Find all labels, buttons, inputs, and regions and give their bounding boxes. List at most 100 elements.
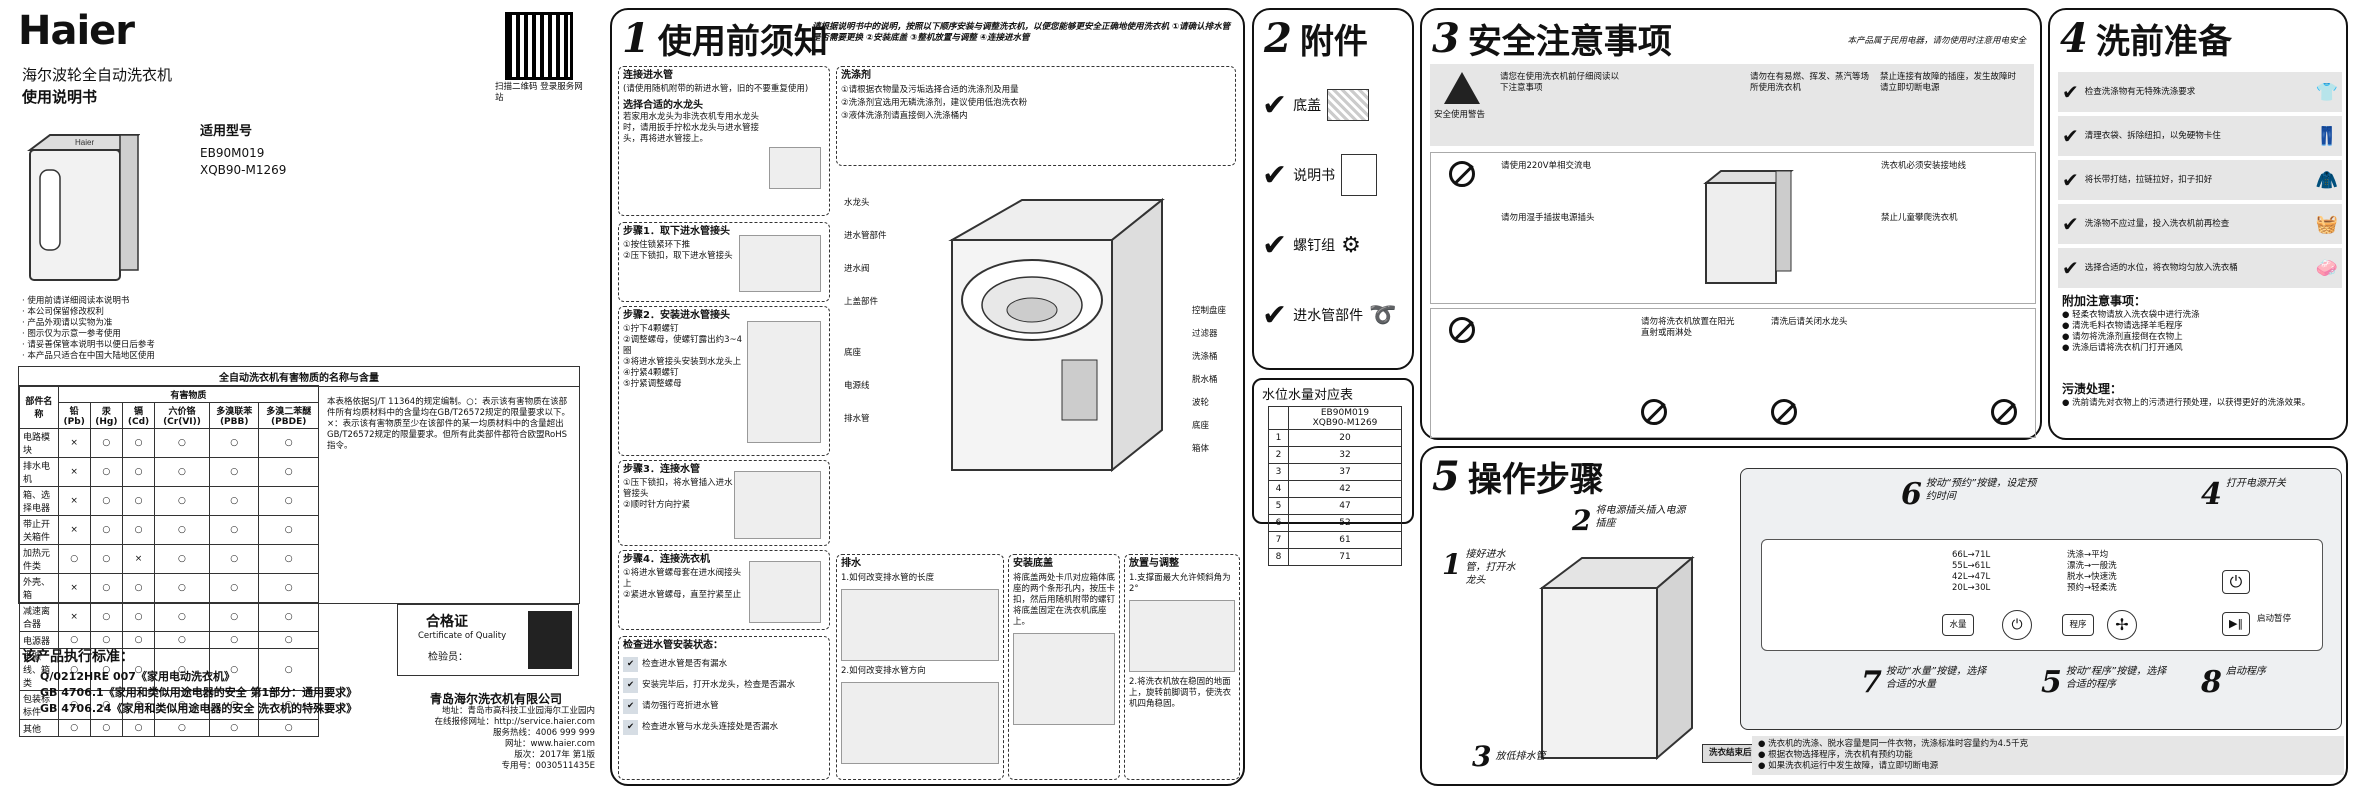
start-button[interactable]: ▶‖ (2222, 612, 2250, 636)
hazard-table-title: 全自动洗衣机有害物质的名称与含量 (19, 367, 579, 387)
level-illustration (1129, 600, 1235, 672)
prohibit-icon (1991, 399, 2017, 425)
hazard-mark: ○ (122, 573, 155, 603)
hazard-mark: × (57, 573, 91, 603)
step-text: 启动程序 (2225, 666, 2266, 677)
hazard-mark: ○ (122, 457, 155, 487)
cert-sub: Certificate of Quality (418, 631, 507, 641)
diagram-labels-left: 水龙头 进水管部件 进水阀 上盖部件 底座 电源线 排水管 (844, 198, 914, 425)
standard-3: GB 4706.24《家用和类似用途电器的安全 洗衣机的特殊要求》 (40, 702, 358, 715)
op-step-1: 1 接好进水管，打开水龙头 (1442, 548, 1522, 587)
accessory-item: ✔ 进水管部件 ➰ (1262, 280, 1408, 350)
company-line: 地址：青岛市高科技工业园海尔工业园内 (441, 706, 595, 716)
water-liters-cell: 42 (1288, 480, 1402, 498)
qr-caption: 扫描二维码 登录服务网站 (495, 82, 583, 103)
company-line: 版次：2017年 第1版 (514, 750, 595, 760)
step3-box: 步骤3．连接水管 ①压下锁扣，将水管插入进水管接头 ②顺时针方向拧紧 (618, 460, 830, 546)
water-level: 20L→30L (1952, 583, 1991, 593)
water-liters-cell: 52 (1288, 514, 1402, 532)
program-knob[interactable]: ✢ (2107, 610, 2137, 640)
control-strip: 66L→71L 55L→61L 42L→47L 20L→30L 洗涤→平均 漂洗… (1761, 539, 2323, 651)
hazard-mark: ○ (122, 515, 155, 545)
hazard-mark: ○ (153, 544, 211, 574)
diagram-label: 脱水桶 (1192, 375, 1218, 385)
drain-item: 2.如何改变排水管方向 (841, 666, 926, 676)
note-line: · 使用前请详细阅读本说明书 (22, 296, 130, 306)
program-button[interactable]: 程序 (2062, 614, 2094, 636)
water-level-cell: 1 (1267, 429, 1290, 447)
hazard-mark: ○ (57, 719, 91, 737)
step2-item: ①拧下4颗螺钉 (623, 324, 679, 334)
diagram-label: 进水阀 (844, 264, 870, 274)
hazard-mark: ○ (153, 428, 211, 458)
section-5-title: 5 操作步骤 (1432, 452, 1604, 501)
step2-box: 步骤2．安装进水管接头 ①拧下4颗螺钉 ②调整螺母，使螺钉露出约3~4圈 ③将进… (618, 306, 830, 456)
table-row: 减速离合器×○○○○○ (19, 602, 319, 632)
hazard-mark: ○ (57, 544, 91, 574)
hazard-mark: ○ (209, 573, 260, 603)
operation-note: ● 根据衣物选择程序，洗衣机有预约功能 (1758, 750, 1913, 760)
warning-row-2: 请使用220V单相交流电 请勿用湿手插拔电源插头 洗衣机必须安装接地线 禁止儿童… (1430, 152, 2036, 304)
safety-washer-illustration (1703, 170, 1794, 284)
hazard-mark: ○ (89, 648, 124, 691)
safety-bullet: 请勿在有易燃、挥发、蒸汽等场所使用洗衣机 (1750, 72, 1870, 93)
drain-illustration (841, 682, 999, 764)
water-level-cell: 6 (1267, 514, 1290, 532)
hazard-mark: × (57, 428, 91, 458)
op-step-8: 8 启动程序 (2201, 665, 2266, 700)
hazard-table-block: 全自动洗衣机有害物质的名称与含量 部件名称有害物质铅(Pb)汞(Hg)镉(Cd)… (18, 366, 580, 737)
hazard-substance: 汞(Hg) (89, 402, 124, 429)
diagram-label: 洗涤桶 (1192, 352, 1218, 362)
base-text: 将底盖两处卡爪对应箱体底座的两个条形孔内，按压卡扣，然后用随机附带的螺钉将底盖固… (1013, 573, 1116, 627)
operation-note: ● 洗衣机的洗涤、脱水容量是同一件衣物，洗涤标准时容量约为4.5千克 (1758, 739, 2029, 749)
hazard-mark: ○ (89, 457, 124, 487)
warning-icon (1444, 72, 1480, 104)
company-name: 青岛海尔洗衣机有限公司 (430, 692, 563, 706)
checkmark-icon: ✔ (1262, 87, 1288, 123)
step1-title: 步骤1．取下进水管接头 (623, 226, 730, 237)
hose-icon: ➰ (1369, 302, 1397, 328)
water-level-cell: 7 (1267, 531, 1290, 549)
inlet-box: 连接进水管 (请使用随机附带的新进水管，旧的不要重复使用) 选择合适的水龙头 若… (618, 66, 830, 216)
hazard-mark: ○ (153, 486, 211, 516)
section-title-text: 附件 (1299, 22, 1368, 62)
water-liters-cell: 61 (1288, 531, 1402, 549)
accessory-label: 说明书 (1293, 168, 1336, 184)
section-1-title: 1 使用前须知 (622, 14, 828, 63)
company-line: 网址：www.haier.com (504, 739, 595, 749)
hazard-mark: ○ (122, 428, 155, 458)
water-liters-cell: 71 (1288, 548, 1402, 566)
hazard-mark: ○ (209, 457, 260, 487)
diagram-label: 底座 (844, 348, 862, 358)
level-box: 放置与调整 1.支撑面最大允许倾斜角为2° 2.将洗衣机放在稳固的地面上，旋转前… (1124, 554, 1240, 780)
water-level-cell: 2 (1267, 446, 1290, 464)
safety-bullet: 请勿用湿手插拔电源插头 (1501, 213, 1595, 223)
program-item: 漂洗→一般洗 (2067, 561, 2117, 571)
water-button[interactable]: 水量 (1942, 614, 1974, 636)
prep-text: 洗涤物不应过量，投入洗衣机前再检查 (2084, 218, 2230, 229)
washer-icon: 🧼 (2315, 257, 2338, 279)
table-row: 外壳、箱×○○○○○ (19, 573, 319, 603)
hazard-mark: ○ (258, 690, 319, 720)
manual-icon (1341, 154, 1378, 196)
accessory-item: ✔ 说明书 (1262, 140, 1408, 210)
step4-item: ②紧进水管螺母，直至拧紧至止 (623, 590, 742, 600)
hazard-substance: 镉(Cd) (122, 402, 155, 429)
hazard-part: 电源线、箱类 (19, 648, 59, 691)
drain-title: 排水 (841, 558, 861, 569)
power-button[interactable]: ⏻ (2002, 610, 2032, 640)
step-text: 打开电源开关 (2225, 478, 2286, 489)
base-illustration (1013, 633, 1115, 725)
choose-tap-text: 若家用水龙头为非洗衣机专用水龙头时，请用扳手拧松水龙头与进水管接头，再将进水管接… (623, 112, 760, 144)
hazard-mark: ○ (89, 719, 124, 737)
power-switch[interactable]: ⏻ (2222, 570, 2250, 594)
hazard-mark: ○ (258, 573, 319, 603)
tap-illustration (769, 147, 821, 189)
step2-illustration (747, 321, 821, 443)
prohibit-icon (1641, 399, 1667, 425)
op-step-5: 5 按动“程序”按键，选择合适的程序 (2041, 665, 2176, 700)
